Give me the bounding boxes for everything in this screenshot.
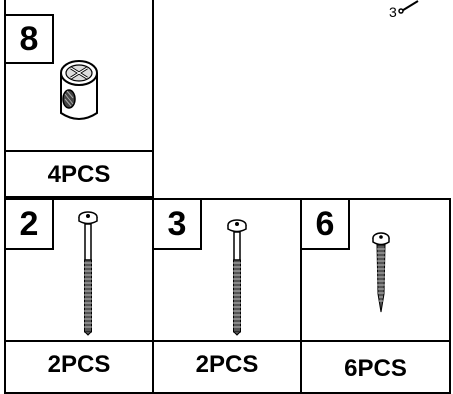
long-bolt-icon bbox=[227, 219, 247, 336]
screw-callout-icon bbox=[398, 0, 419, 14]
part-3-divider bbox=[152, 340, 302, 342]
part-6-quantity: 6PCS bbox=[344, 355, 407, 382]
part-8-quantity: 4PCS bbox=[47, 161, 111, 188]
wood-screw-icon bbox=[372, 232, 390, 313]
part-6-number: 6 bbox=[300, 198, 350, 250]
long-bolt-icon bbox=[78, 211, 98, 336]
part-2-divider bbox=[4, 340, 154, 342]
corner-callout-number: 3 bbox=[389, 4, 397, 20]
part-3-quantity: 2PCS bbox=[195, 351, 259, 378]
part-2-number: 2 bbox=[4, 198, 54, 250]
part-3-number: 3 bbox=[152, 198, 202, 250]
cam-dowel-icon bbox=[60, 60, 98, 120]
part-2-quantity: 2PCS bbox=[47, 351, 111, 378]
part-8-divider bbox=[4, 150, 154, 152]
part-8-number: 8 bbox=[4, 14, 54, 64]
part-6-divider bbox=[300, 340, 451, 342]
